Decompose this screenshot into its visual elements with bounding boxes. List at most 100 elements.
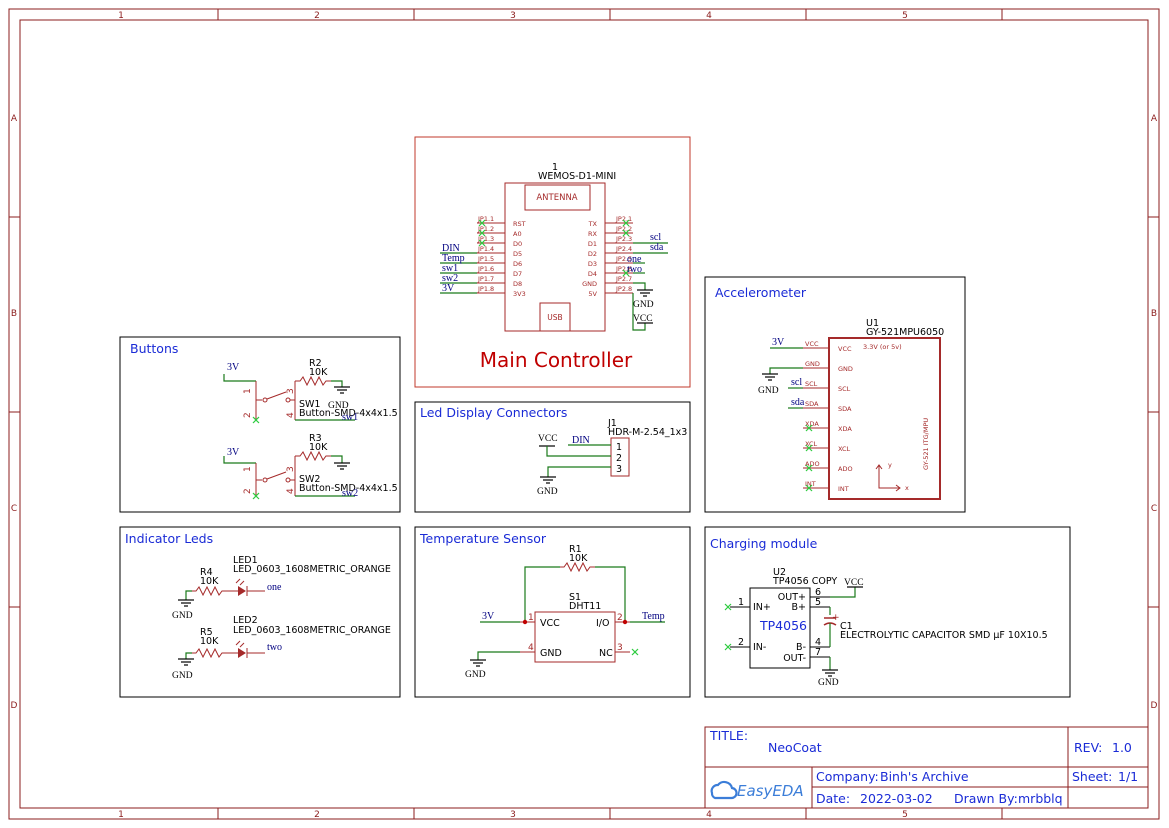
pin-id: JP1.4 xyxy=(477,245,494,253)
zone-row-label: D xyxy=(11,701,18,711)
title-label: TITLE: xyxy=(709,728,748,743)
buttons-block[interactable]: Buttons 3V R2 10K GND 1 2 3 4 SW1 Button… xyxy=(119,336,401,513)
wemos-ref: 1 xyxy=(552,162,558,173)
pin-number: 1 xyxy=(528,613,534,623)
pin-name: D0 xyxy=(513,240,522,248)
pin-name: TX xyxy=(588,220,598,228)
r1-ref: R1 xyxy=(569,544,582,555)
main-controller-block[interactable]: 1 WEMOS-D1-MINI ANTENNA USB RST A0 D0 D5… xyxy=(414,136,691,388)
pin-name: GND xyxy=(540,648,562,659)
gnd-label: GND xyxy=(465,670,486,680)
zone-row-label: A xyxy=(1151,114,1158,124)
pin-id: JP2.3 xyxy=(615,235,632,243)
pin-id: JP1.6 xyxy=(477,265,494,273)
temperature-title: Temperature Sensor xyxy=(419,531,547,546)
pin-number: 7 xyxy=(815,647,821,658)
pin-id: SDA xyxy=(805,400,819,408)
vcc-label: VCC xyxy=(633,314,653,324)
accelerometer-block[interactable]: Accelerometer U1 GY-521MPU6050 3.3V (or … xyxy=(704,276,966,513)
cap-plus: + xyxy=(832,613,840,623)
gnd-label: GND xyxy=(758,386,779,396)
led1-value: LED_0603_1608METRIC_ORANGE xyxy=(233,564,391,575)
zone-col-label: 1 xyxy=(118,810,124,820)
net-label: two xyxy=(627,264,642,275)
r3-value: 10K xyxy=(309,442,328,453)
net-label: sda xyxy=(650,242,664,253)
pin-id: JP1.1 xyxy=(477,215,494,223)
pin-id: JP1.3 xyxy=(477,235,494,243)
charging-title: Charging module xyxy=(710,536,818,551)
logo-text: EasyEDA xyxy=(737,782,804,800)
net-label: 3V xyxy=(772,337,785,348)
pin-name: XDA xyxy=(838,425,852,433)
pin-id: JP2.7 xyxy=(615,275,632,283)
pin-name: VCC xyxy=(540,618,560,629)
pin-id: XDA xyxy=(805,420,819,428)
c1-value: ELECTROLYTIC CAPACITOR SMD µF 10X10.5 xyxy=(840,630,1048,641)
sw2-value: Button-SMD-4x4x1.5 xyxy=(299,483,398,494)
gnd-label: GND xyxy=(537,487,558,497)
accel-pins: VCC GND SCL SDA XDA XCL ADO INT VCC GND … xyxy=(803,340,853,493)
wemos-left-pins: RST A0 D0 D5 D6 D7 D8 3V3 JP1.1 JP1.2 JP… xyxy=(477,215,526,298)
net-label: sda xyxy=(791,397,805,408)
gnd-label: GND xyxy=(818,678,839,688)
sw2-ref: SW2 xyxy=(299,474,320,485)
axis-y-label: y xyxy=(888,461,892,469)
zone-col-label: 2 xyxy=(314,810,320,820)
c1-ref: C1 xyxy=(840,621,853,632)
pin-number: 3 xyxy=(616,464,622,475)
zone-row-label: C xyxy=(1151,504,1157,514)
pin-number: 2 xyxy=(738,637,744,648)
rev-label: REV: xyxy=(1074,740,1102,755)
easyeda-logo: EasyEDA xyxy=(710,780,804,800)
voltage-note: 3.3V (or 5v) xyxy=(863,343,902,351)
drawn-by-value: mrbblq xyxy=(1018,791,1063,806)
pin-name: NC xyxy=(599,648,613,659)
net-label: sw2 xyxy=(342,488,358,499)
gnd-label: GND xyxy=(328,401,349,411)
pin-number: 1 xyxy=(738,597,744,608)
date-value: 2022-03-02 xyxy=(860,791,933,806)
vcc-label: VCC xyxy=(844,578,864,588)
drawn-by-label: Drawn By: xyxy=(954,791,1018,806)
pin-number: 1 xyxy=(243,466,253,472)
u1-ref: U1 xyxy=(866,318,879,329)
pin-id: JP1.5 xyxy=(477,255,494,263)
pin-id: JP1.8 xyxy=(477,285,494,293)
pin-id: JP2.5 xyxy=(615,255,632,263)
pin-number: 4 xyxy=(815,637,821,648)
net-label: two xyxy=(267,642,282,653)
j1-value: HDR-M-2.54_1x3 xyxy=(608,427,687,438)
led-display-block[interactable]: Led Display Connectors J1 HDR-M-2.54_1x3… xyxy=(414,401,691,513)
r1-value: 10K xyxy=(569,553,588,564)
r5-ref: R5 xyxy=(200,627,213,638)
net-label: sw1 xyxy=(342,412,358,423)
pin-name: D6 xyxy=(513,260,522,268)
charging-block[interactable]: Charging module U2 TP4056 COPY TP4056 OU… xyxy=(704,526,1071,698)
net-label: DIN xyxy=(442,243,460,254)
pin-name: RST xyxy=(513,220,526,228)
temperature-block[interactable]: Temperature Sensor R1 10K S1 DHT11 VCC I… xyxy=(414,526,691,698)
pin-name: RX xyxy=(588,230,598,238)
pin-number: 3 xyxy=(617,643,623,653)
pin-name: ADO xyxy=(838,465,853,473)
pin-number: 5 xyxy=(815,597,821,608)
net-label: one xyxy=(627,254,642,265)
pin-number: 2 xyxy=(617,613,623,623)
u2-value: TP4056 COPY xyxy=(772,576,837,587)
pin-name: 5V xyxy=(588,290,597,298)
gnd-label: GND xyxy=(172,611,193,621)
net-label: scl xyxy=(791,377,802,388)
pin-name: GND xyxy=(838,365,853,373)
pin-name: D7 xyxy=(513,270,522,278)
accelerometer-title: Accelerometer xyxy=(715,285,807,300)
s1-ref: S1 xyxy=(569,592,581,603)
indicator-leds-block[interactable]: Indicator Leds LED1 LED_0603_1608METRIC_… xyxy=(119,526,401,698)
pin-name: B+ xyxy=(792,602,806,613)
pin-name: VCC xyxy=(838,345,852,353)
pin-number: 2 xyxy=(616,453,622,464)
company-value: Binh's Archive xyxy=(880,769,969,784)
pin-number: 1 xyxy=(243,388,253,394)
pin-number: 4 xyxy=(286,488,296,494)
